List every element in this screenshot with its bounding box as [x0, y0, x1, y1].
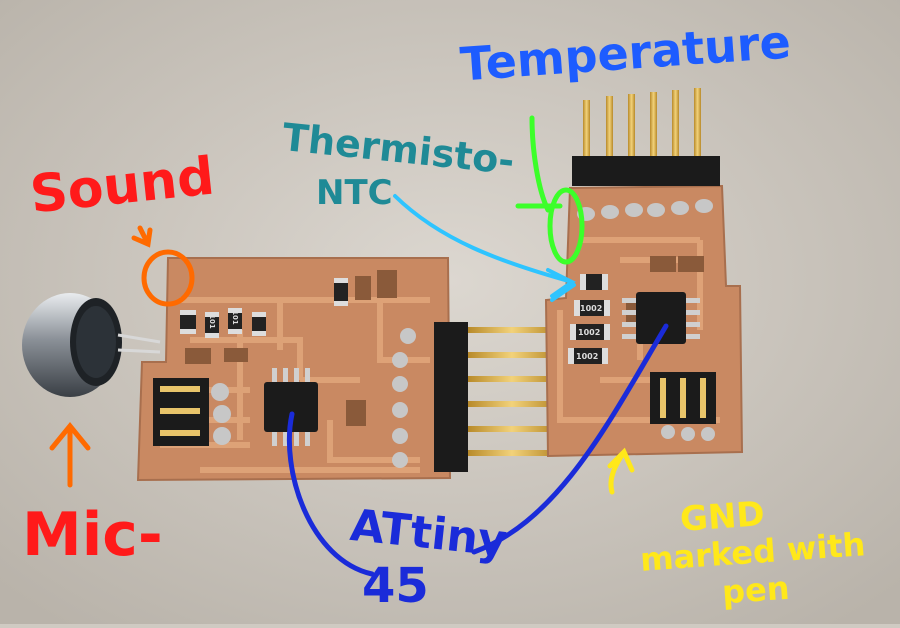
thermistor-label-line2: NTC	[316, 173, 393, 213]
sound-circle-mark	[131, 225, 195, 307]
resistor-marking: 1002	[580, 304, 603, 313]
attiny-label-line2: 45	[362, 558, 429, 614]
resistor-marking: 1002	[578, 328, 601, 337]
left-header-pins	[153, 378, 231, 446]
gnd-label-line1: GND	[678, 494, 766, 540]
microphone	[22, 293, 161, 397]
left-pcb	[136, 257, 556, 482]
right-pcb	[544, 88, 744, 458]
resistor-marking: 101	[230, 310, 239, 325]
attiny45-chip-right	[622, 292, 700, 344]
isp-header	[650, 372, 716, 441]
resistor-marking: 101	[207, 314, 216, 329]
mic-label: Mic-	[22, 500, 163, 570]
right-angle-header	[392, 322, 556, 472]
attiny45-chip	[264, 368, 318, 446]
gnd-arrow	[607, 447, 635, 495]
right-components	[568, 256, 704, 364]
left-components	[180, 270, 397, 426]
resistor-marking: 1002	[576, 352, 599, 361]
gnd-label-line3: pen	[720, 568, 791, 612]
mic-arrow	[49, 422, 91, 488]
thermistor-arrow	[393, 194, 576, 302]
attiny-arrows	[286, 323, 669, 577]
temperature-arrow-green	[515, 115, 585, 265]
top-header	[572, 88, 720, 221]
